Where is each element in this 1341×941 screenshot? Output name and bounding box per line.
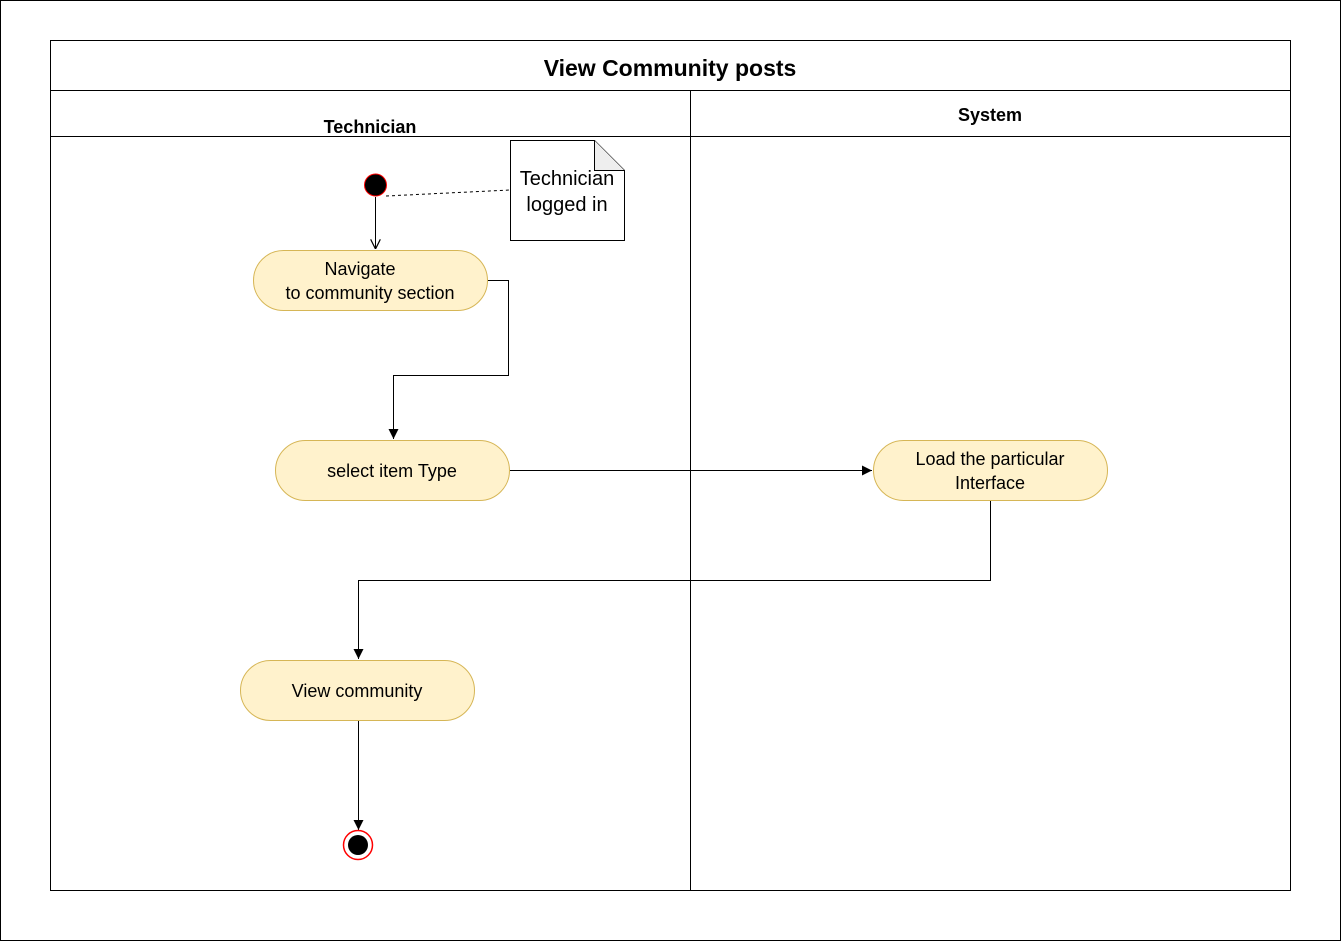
edges (353, 197, 991, 830)
action-shape (240, 660, 475, 721)
note-fold (594, 140, 625, 171)
action-view-community: View community (240, 660, 475, 721)
action-label-line-1: Load the particular (915, 449, 1064, 469)
note-line-2: logged in (526, 194, 607, 216)
action-shape (253, 250, 488, 311)
note-connector (385, 189, 511, 197)
action-load-particular-interface: Load the particular Interface (873, 440, 1108, 501)
action-label: View community (292, 681, 423, 701)
action-label-line-2: to community section (285, 283, 454, 303)
action-select-item-type: select item Type (275, 440, 510, 501)
action-shape (873, 440, 1108, 501)
note-technician-logged-in: Technician logged in (510, 140, 625, 241)
lane-title-system: System (958, 105, 1022, 125)
end-node (342, 829, 374, 861)
edge-navigate-to-select (388, 280, 509, 439)
action-label-line-1: Navigate (324, 259, 395, 279)
diagram-title: View Community posts (544, 55, 797, 81)
note-line-1: Technician (520, 168, 615, 190)
action-navigate-to-community: Navigate to community section (253, 250, 488, 311)
end-node-core (348, 835, 368, 855)
lane-title-technician: Technician (324, 117, 417, 137)
start-node (364, 173, 387, 197)
action-label: select item Type (327, 461, 457, 481)
action-shape (275, 440, 510, 501)
action-label-line-2: Interface (955, 473, 1025, 493)
edge-load-to-view (353, 500, 991, 659)
